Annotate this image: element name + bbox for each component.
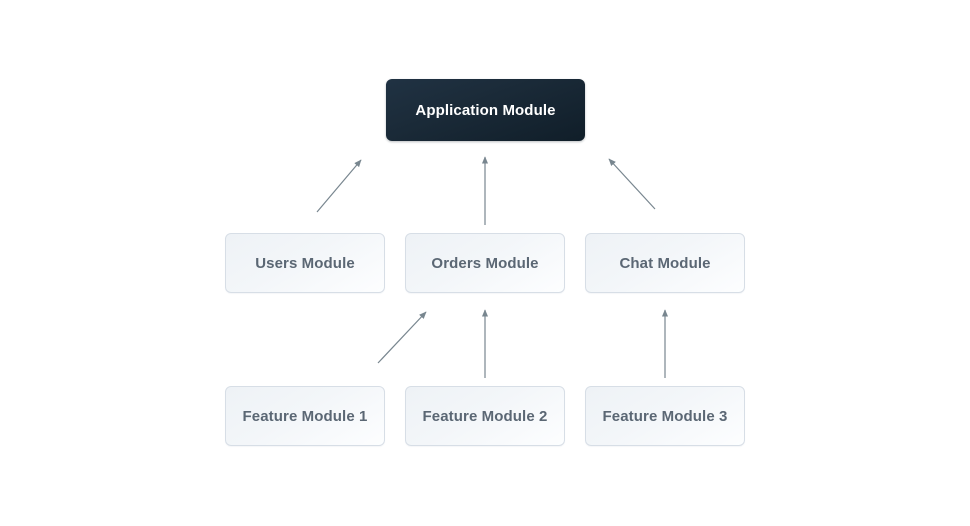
node-label: Feature Module 3 bbox=[602, 407, 728, 425]
node-users-module[interactable]: Users Module bbox=[225, 233, 385, 293]
arrow-users-to-application bbox=[316, 159, 362, 213]
node-application-module[interactable]: Application Module bbox=[386, 79, 585, 141]
node-label: Chat Module bbox=[619, 254, 711, 272]
arrow-feature1-to-orders bbox=[377, 311, 427, 364]
node-feature-module-1[interactable]: Feature Module 1 bbox=[225, 386, 385, 446]
node-label: Application Module bbox=[415, 101, 556, 119]
node-label: Users Module bbox=[255, 254, 355, 272]
node-feature-module-2[interactable]: Feature Module 2 bbox=[405, 386, 565, 446]
node-label: Orders Module bbox=[431, 254, 539, 272]
node-label: Feature Module 2 bbox=[422, 407, 548, 425]
node-orders-module[interactable]: Orders Module bbox=[405, 233, 565, 293]
node-chat-module[interactable]: Chat Module bbox=[585, 233, 745, 293]
node-label: Feature Module 1 bbox=[242, 407, 368, 425]
node-feature-module-3[interactable]: Feature Module 3 bbox=[585, 386, 745, 446]
arrow-chat-to-application bbox=[608, 158, 656, 210]
